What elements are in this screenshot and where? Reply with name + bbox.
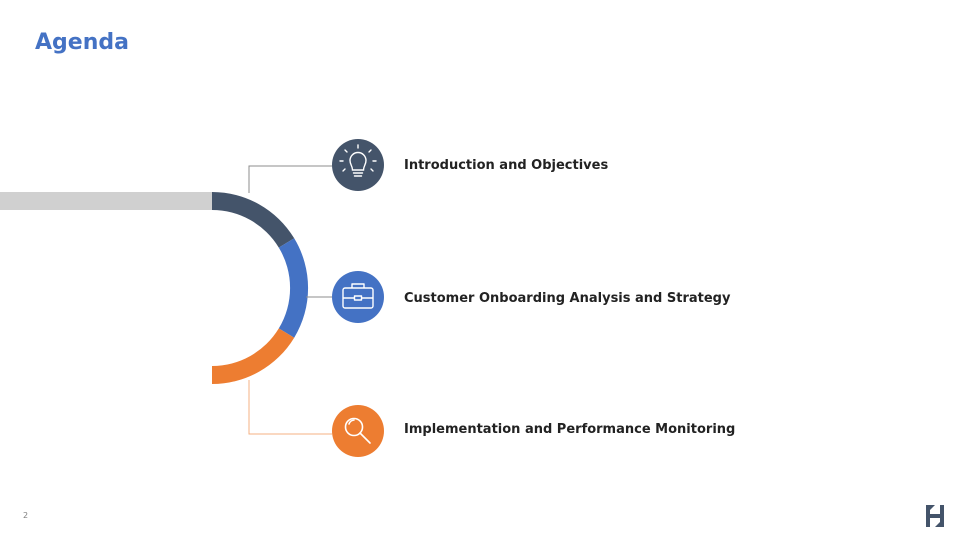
connector-line-1 xyxy=(248,165,332,193)
briefcase-icon xyxy=(332,271,384,323)
timeline-bar xyxy=(0,192,212,210)
connector-line-3 xyxy=(248,380,332,435)
slide-number: 2 xyxy=(23,511,29,520)
arc-segment-3 xyxy=(212,328,295,385)
arc-segment-1 xyxy=(212,191,295,248)
agenda-item-3: Implementation and Performance Monitorin… xyxy=(404,422,736,437)
lightbulb-icon xyxy=(332,139,384,191)
company-logo-icon xyxy=(926,505,944,527)
agenda-item-1: Introduction and Objectives xyxy=(404,158,609,173)
page-title: Agenda xyxy=(35,30,129,55)
arc-segment-2 xyxy=(278,238,309,338)
magnifier-icon xyxy=(332,405,384,457)
agenda-item-2: Customer Onboarding Analysis and Strateg… xyxy=(404,291,731,306)
